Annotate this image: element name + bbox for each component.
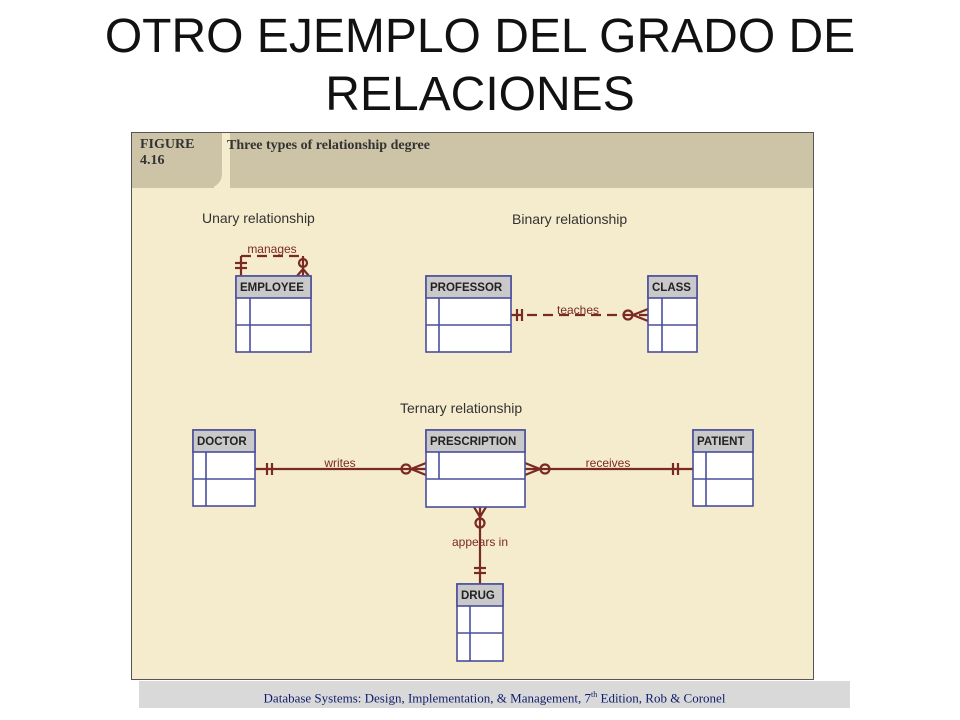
footer-prefix: Database Systems: Design, Implementation… <box>263 690 592 706</box>
label-manages: manages <box>247 242 296 256</box>
entity-name: PATIENT <box>697 436 745 448</box>
entity-name: DRUG <box>461 590 495 602</box>
entity-patient: PATIENT <box>692 429 754 507</box>
figure-caption: Three types of relationship degree <box>227 138 430 153</box>
er-figure: FIGURE 4.16 Three types of relationship … <box>131 132 814 680</box>
relationship-manages <box>235 254 310 277</box>
er-diagram: Unary relationship Binary relationship T… <box>192 210 754 662</box>
entity-name: CLASS <box>652 282 691 294</box>
slide-title: OTRO EJEMPLO DEL GRADO DE RELACIONES <box>0 8 960 124</box>
slide-title-line2: RELACIONES <box>325 68 635 121</box>
entity-name: EMPLOYEE <box>240 282 304 294</box>
label-appears-in: appears in <box>452 535 508 549</box>
label-teaches: teaches <box>557 303 599 317</box>
label-receives: receives <box>586 456 631 470</box>
entity-employee: EMPLOYEE <box>235 275 312 353</box>
slide-title-line1: OTRO EJEMPLO DEL GRADO DE <box>104 10 856 63</box>
footer-citation: Database Systems: Design, Implementation… <box>139 681 850 708</box>
figure-number: FIGURE 4.16 <box>140 137 194 169</box>
entity-name: PRESCRIPTION <box>430 436 516 448</box>
relationship-receives <box>524 461 693 477</box>
figure-label: FIGURE <box>140 137 195 152</box>
entity-name: PROFESSOR <box>430 282 503 294</box>
section-label-unary: Unary relationship <box>202 210 315 226</box>
relationship-appears-in <box>473 506 487 584</box>
figure-header: FIGURE 4.16 Three types of relationship … <box>132 133 813 188</box>
figure-id: 4.16 <box>140 153 165 168</box>
entity-name: DOCTOR <box>197 436 247 448</box>
relationship-writes <box>255 461 427 477</box>
entity-class: CLASS <box>647 275 698 353</box>
entity-prescription: PRESCRIPTION <box>425 429 526 508</box>
section-label-binary: Binary relationship <box>512 211 627 227</box>
entity-professor: PROFESSOR <box>425 275 512 353</box>
relationship-teaches <box>511 307 649 323</box>
footer-superscript: th <box>591 690 598 699</box>
section-label-ternary: Ternary relationship <box>400 400 522 416</box>
entity-doctor: DOCTOR <box>192 429 256 507</box>
footer-suffix: Edition, Rob & Coronel <box>597 690 726 706</box>
label-writes: writes <box>323 456 355 470</box>
entity-drug: DRUG <box>456 583 504 662</box>
figure-header-divider <box>208 133 230 188</box>
